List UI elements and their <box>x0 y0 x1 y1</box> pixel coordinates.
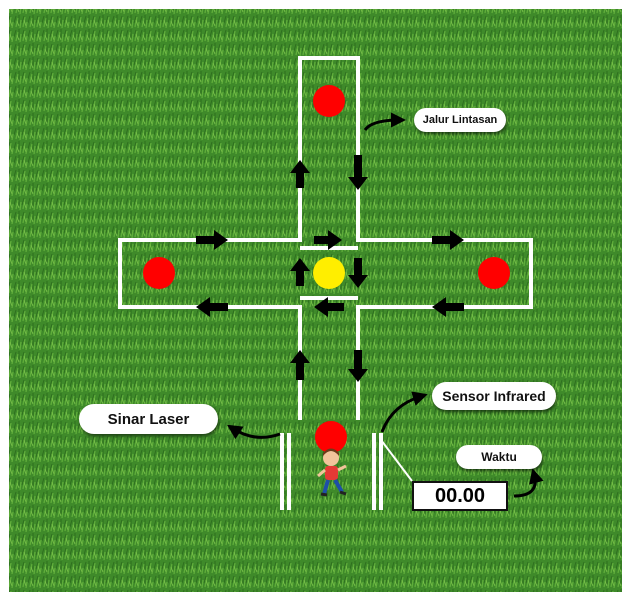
target-dot-left <box>143 257 175 289</box>
center-dot <box>313 257 345 289</box>
waktu-label: Waktu <box>456 445 542 469</box>
timer-display: 00.00 <box>412 481 508 511</box>
jalur-lintasan-label: Jalur Lintasan <box>414 108 506 132</box>
target-dot-top <box>313 85 345 117</box>
start-dot <box>315 421 347 453</box>
target-dot-right <box>478 257 510 289</box>
sensor-infrared-label: Sensor Infrared <box>432 382 556 410</box>
sinar-laser-label: Sinar Laser <box>79 404 218 434</box>
